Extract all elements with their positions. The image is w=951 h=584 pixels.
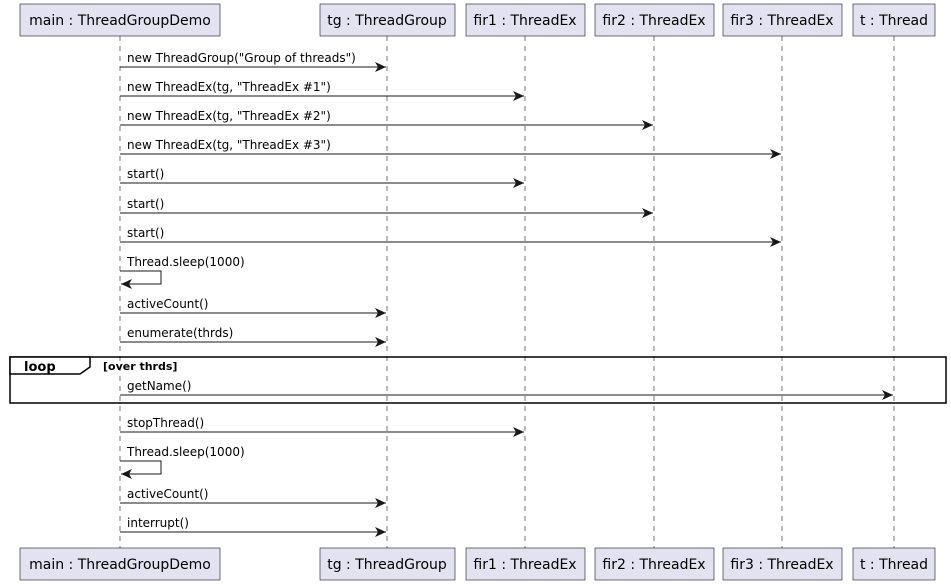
message-label: start() bbox=[127, 167, 164, 181]
participant-tg-top: tg : ThreadGroup bbox=[319, 3, 456, 37]
participant-fir1-top: fir1 : ThreadEx bbox=[465, 3, 586, 37]
message-activecount-1: activeCount() bbox=[120, 297, 386, 318]
message-label: enumerate(thrds) bbox=[127, 326, 233, 340]
message-self-sleep-1: Thread.sleep(1000) bbox=[120, 255, 245, 289]
participant-tg-bottom: tg : ThreadGroup bbox=[319, 547, 456, 581]
participant-main-bottom: main : ThreadGroupDemo bbox=[19, 547, 221, 581]
message-new-threadex-1: new ThreadEx(tg, "ThreadEx #1") bbox=[120, 80, 524, 101]
participant-label: main : ThreadGroupDemo bbox=[29, 13, 211, 29]
message-new-threadgroup: new ThreadGroup("Group of threads") bbox=[120, 51, 386, 72]
message-label: getName() bbox=[127, 379, 191, 393]
message-start-fir2: start() bbox=[120, 197, 653, 218]
participant-label: fir1 : ThreadEx bbox=[473, 557, 576, 573]
participant-fir3-bottom: fir3 : ThreadEx bbox=[722, 547, 843, 581]
participant-t-top: t : Thread bbox=[852, 3, 936, 37]
participant-fir2-top: fir2 : ThreadEx bbox=[594, 3, 715, 37]
message-self-sleep-2: Thread.sleep(1000) bbox=[120, 445, 245, 479]
message-start-fir3: start() bbox=[120, 226, 781, 247]
participant-t-bottom: t : Thread bbox=[852, 547, 936, 581]
participant-fir2-bottom: fir2 : ThreadEx bbox=[594, 547, 715, 581]
message-label: activeCount() bbox=[127, 487, 208, 501]
participant-label: tg : ThreadGroup bbox=[327, 13, 447, 29]
message-label: start() bbox=[127, 226, 164, 240]
message-label: stopThread() bbox=[127, 416, 204, 430]
participant-label: t : Thread bbox=[860, 13, 928, 29]
message-label: Thread.sleep(1000) bbox=[126, 255, 245, 269]
message-stopthread: stopThread() bbox=[120, 416, 524, 437]
participant-label: tg : ThreadGroup bbox=[327, 557, 447, 573]
message-getname: getName() bbox=[120, 379, 893, 400]
participant-main-top: main : ThreadGroupDemo bbox=[19, 3, 221, 37]
message-new-threadex-3: new ThreadEx(tg, "ThreadEx #3") bbox=[120, 138, 781, 159]
message-new-threadex-2: new ThreadEx(tg, "ThreadEx #2") bbox=[120, 109, 653, 130]
participant-label: main : ThreadGroupDemo bbox=[29, 557, 211, 573]
loop-fragment: loop [over thrds] bbox=[9, 356, 947, 404]
loop-keyword: loop bbox=[24, 360, 56, 375]
loop-condition: [over thrds] bbox=[103, 360, 177, 373]
message-enumerate: enumerate(thrds) bbox=[120, 326, 386, 347]
participant-label: fir3 : ThreadEx bbox=[730, 557, 833, 573]
participant-fir1-bottom: fir1 : ThreadEx bbox=[465, 547, 586, 581]
message-interrupt: interrupt() bbox=[120, 516, 386, 537]
message-label: new ThreadEx(tg, "ThreadEx #1") bbox=[127, 80, 331, 94]
message-label: new ThreadEx(tg, "ThreadEx #2") bbox=[127, 109, 331, 123]
message-label: new ThreadEx(tg, "ThreadEx #3") bbox=[127, 138, 331, 152]
message-label: start() bbox=[127, 197, 164, 211]
participant-label: fir3 : ThreadEx bbox=[730, 13, 833, 29]
participant-label: fir2 : ThreadEx bbox=[602, 557, 705, 573]
participant-label: t : Thread bbox=[860, 557, 928, 573]
message-label: Thread.sleep(1000) bbox=[126, 445, 245, 459]
message-start-fir1: start() bbox=[120, 167, 524, 188]
message-activecount-2: activeCount() bbox=[120, 487, 386, 508]
participant-label: fir2 : ThreadEx bbox=[602, 13, 705, 29]
participant-label: fir1 : ThreadEx bbox=[473, 13, 576, 29]
message-label: activeCount() bbox=[127, 297, 208, 311]
message-label: new ThreadGroup("Group of threads") bbox=[127, 51, 356, 65]
participant-fir3-top: fir3 : ThreadEx bbox=[722, 3, 843, 37]
message-label: interrupt() bbox=[127, 516, 189, 530]
